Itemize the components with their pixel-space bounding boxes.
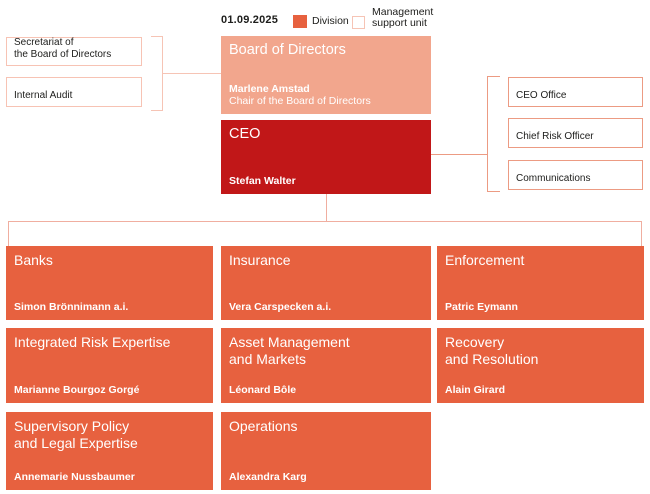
board-of-directors-box: Board of Directors Marlene Amstad Chair … — [221, 36, 431, 114]
support-box-ceo-office: CEO Office — [508, 77, 643, 107]
division-box-integrated-risk-expertise: Integrated Risk Expertise Marianne Bourg… — [6, 328, 213, 403]
support-box-chief-risk-officer: Chief Risk Officer — [508, 118, 643, 148]
connector-board-support-line — [163, 73, 221, 74]
connector-divisions-tree — [8, 221, 642, 246]
legend-support-swatch-icon — [352, 16, 365, 29]
legend-division-swatch-icon — [293, 15, 307, 28]
division-box-operations: Operations Alexandra Karg — [221, 412, 431, 490]
division-head-name: Simon Brönnimann a.i. — [14, 301, 129, 313]
connector-ceo-support-line — [431, 154, 487, 155]
division-head-name: Léonard Bôle — [229, 384, 297, 396]
division-box-enforcement: Enforcement Patric Eymann — [437, 246, 644, 320]
board-title: Board of Directors — [229, 42, 346, 58]
division-box-asset-management-and-markets: Asset Management and Markets Léonard Bôl… — [221, 328, 431, 403]
ceo-name: Stefan Walter — [229, 175, 296, 187]
division-title: Banks — [14, 252, 53, 268]
division-title: Asset Management and Markets — [229, 334, 350, 367]
connector-ceo-support-bracket — [487, 76, 500, 192]
support-box-communications: Communications — [508, 160, 643, 190]
division-head-name: Annemarie Nussbaumer — [14, 471, 135, 483]
ceo-title: CEO — [229, 126, 261, 142]
support-box-internal-audit: Internal Audit — [6, 77, 142, 107]
support-box-secretariat: Secretariat of the Board of Directors — [6, 37, 142, 66]
effective-date: 01.09.2025 — [221, 14, 279, 26]
division-title: Integrated Risk Expertise — [14, 334, 171, 350]
division-head-name: Alain Girard — [445, 384, 506, 396]
division-head-name: Alexandra Karg — [229, 471, 307, 483]
ceo-box: CEO Stefan Walter — [221, 120, 431, 194]
legend-division-label: Division — [312, 15, 349, 27]
support-box-label: Internal Audit — [14, 89, 73, 101]
division-title: Operations — [229, 418, 298, 434]
division-head-name: Patric Eymann — [445, 301, 518, 313]
division-title: Insurance — [229, 252, 291, 268]
division-box-insurance: Insurance Vera Carspecken a.i. — [221, 246, 431, 320]
connector-ceo-drop-line — [326, 194, 327, 221]
support-box-label: Communications — [516, 172, 591, 184]
support-box-label: Secretariat of the Board of Directors — [14, 37, 112, 60]
legend-support-label: Management support unit — [372, 6, 434, 29]
connector-board-support-bracket — [151, 36, 163, 111]
board-chair: Marlene Amstad Chair of the Board of Dir… — [229, 83, 423, 107]
division-box-banks: Banks Simon Brönnimann a.i. — [6, 246, 213, 320]
board-chair-role: Chair of the Board of Directors — [229, 95, 371, 107]
division-title: Recovery and Resolution — [445, 334, 539, 367]
division-box-supervisory-policy-and-legal-expertise: Supervisory Policy and Legal Expertise A… — [6, 412, 213, 490]
division-title: Supervisory Policy and Legal Expertise — [14, 418, 138, 451]
division-box-recovery-and-resolution: Recovery and Resolution Alain Girard — [437, 328, 644, 403]
support-box-label: CEO Office — [516, 89, 567, 101]
division-head-name: Marianne Bourgoz Gorgé — [14, 384, 140, 396]
board-chair-name: Marlene Amstad — [229, 83, 310, 95]
division-title: Enforcement — [445, 252, 525, 268]
support-box-label: Chief Risk Officer — [516, 130, 594, 142]
division-head-name: Vera Carspecken a.i. — [229, 301, 332, 313]
